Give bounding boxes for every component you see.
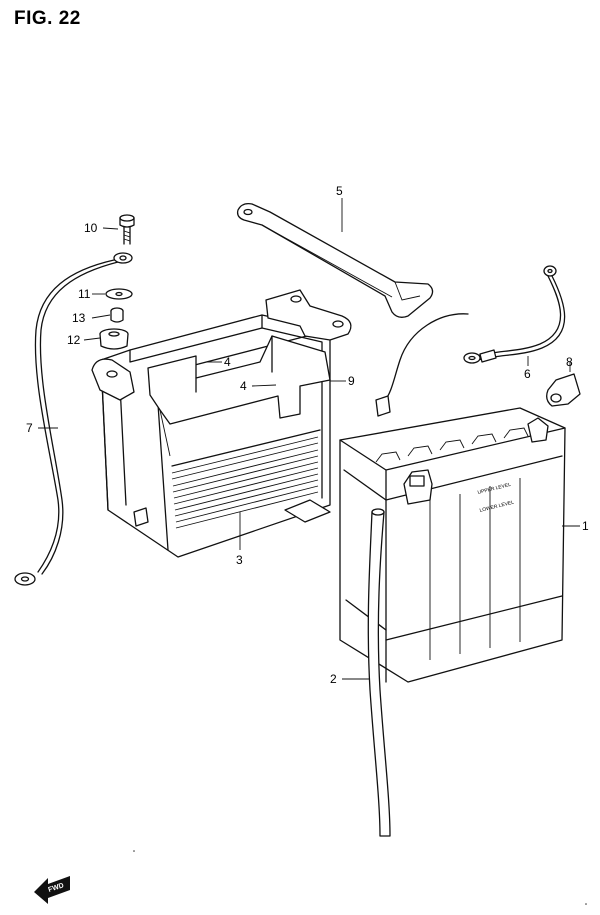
callout-9: 9 — [348, 374, 355, 388]
terminal-cover-part-8 — [546, 373, 581, 407]
strap-part-5 — [236, 202, 434, 318]
leader-lines — [38, 198, 580, 680]
callout-4-upper: 4 — [224, 355, 231, 369]
callout-4-lower: 4 — [240, 379, 247, 393]
washer-part-11 — [105, 288, 133, 300]
callout-3: 3 — [236, 553, 243, 567]
callout-8: 8 — [566, 355, 573, 369]
callout-2: 2 — [330, 672, 337, 686]
callout-5: 5 — [336, 184, 343, 198]
collar-part-13 — [110, 307, 124, 323]
battery-cable-part-6 — [463, 265, 566, 364]
callout-13: 13 — [72, 311, 86, 325]
battery-part-1 — [339, 407, 566, 683]
battery-holder-part-3 — [91, 289, 352, 558]
bolt-part-10 — [119, 214, 135, 245]
vent-wire — [375, 313, 469, 417]
cushion-part-12 — [99, 328, 129, 350]
callout-12: 12 — [67, 333, 81, 347]
callout-1: 1 — [582, 519, 589, 533]
fwd-label: FWD — [47, 882, 64, 894]
callout-7: 7 — [26, 421, 33, 435]
callout-11: 11 — [78, 287, 91, 301]
ground-cable-part-7 — [14, 252, 133, 586]
figure-title: FIG. 22 — [14, 8, 81, 29]
breather-hose-part-2 — [367, 508, 391, 837]
callout-6: 6 — [524, 367, 531, 381]
callout-10: 10 — [84, 221, 98, 235]
forward-arrow-icon: FWD — [34, 876, 70, 904]
